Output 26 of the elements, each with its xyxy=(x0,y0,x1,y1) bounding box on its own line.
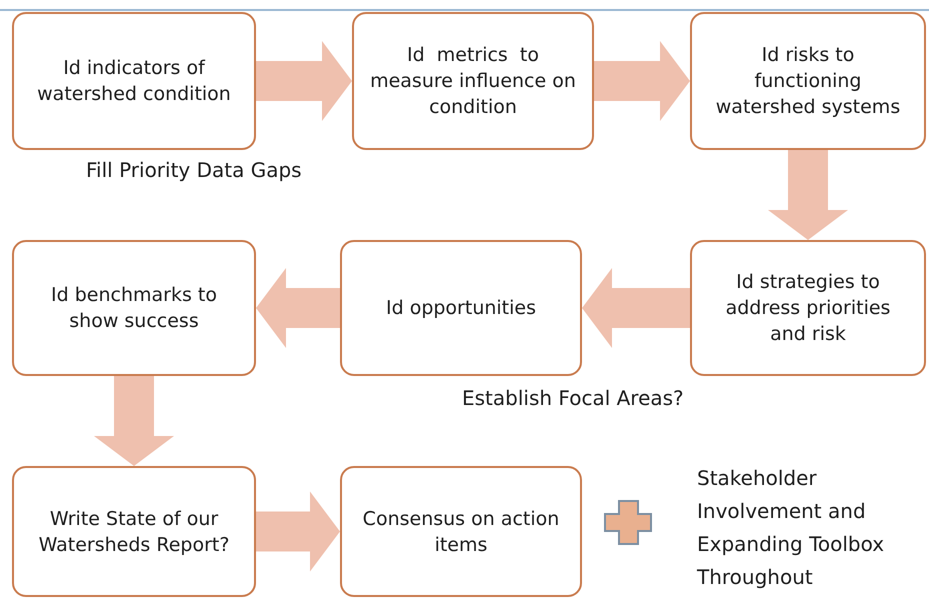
box-text: Write State of our Watersheds Report? xyxy=(38,506,230,558)
box-text: Consensus on action items xyxy=(362,506,560,558)
box-text: Id benchmarks to show success xyxy=(50,283,218,334)
block-arrow xyxy=(594,41,690,121)
process-box xyxy=(690,240,926,376)
block-arrow xyxy=(582,268,690,348)
process-box xyxy=(352,12,594,150)
note-text: Fill Priority Data Gaps xyxy=(86,157,303,184)
box-text: Id indicators of watershed condition xyxy=(36,56,232,107)
block-arrow xyxy=(768,150,848,240)
block-arrow xyxy=(256,41,352,121)
process-box xyxy=(340,466,582,597)
box-text: Id risks to functioning watershed systems xyxy=(714,43,902,120)
process-box xyxy=(12,466,256,597)
block-arrow xyxy=(94,376,174,466)
process-box xyxy=(12,12,256,150)
process-box xyxy=(340,240,582,376)
note-text: Stakeholder Involvement and Expanding Toolbox Throughout xyxy=(697,465,886,591)
process-box xyxy=(690,12,926,150)
box-text: Id strategies to address priorities and risk xyxy=(724,270,892,347)
note-text: Establish Focal Areas? xyxy=(462,385,685,412)
block-arrow xyxy=(256,492,340,572)
box-text: Id metrics to measure influence on condition xyxy=(369,43,577,120)
process-box xyxy=(12,240,256,376)
block-arrow xyxy=(256,268,340,348)
box-text: Id opportunities xyxy=(386,296,536,321)
